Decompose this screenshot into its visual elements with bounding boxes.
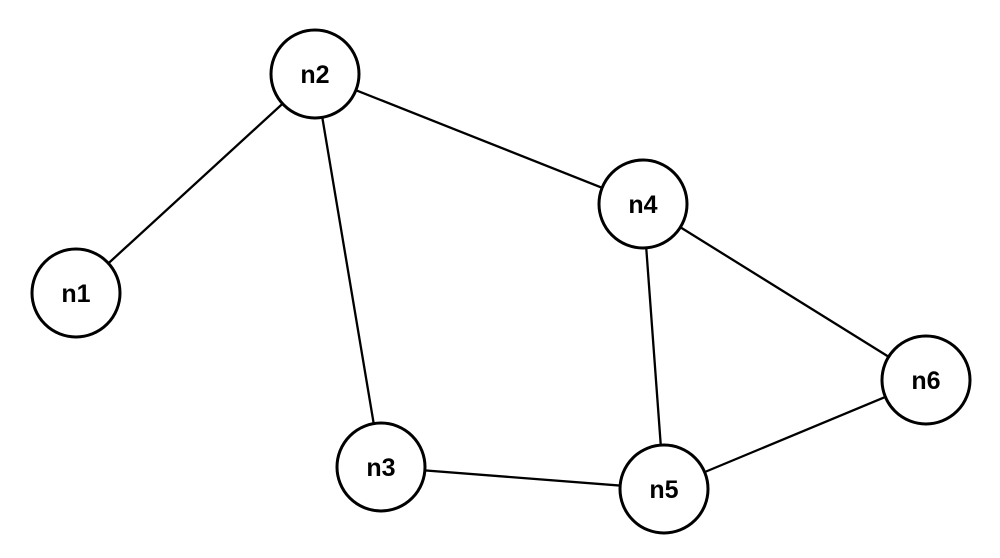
node-label-n6: n6 [911, 367, 940, 395]
node-label-n5: n5 [649, 476, 678, 504]
node-n3[interactable]: n3 [335, 421, 427, 513]
edge-n4-n6 [641, 202, 928, 382]
edge-n4-n5 [641, 202, 666, 491]
edge-n5-n6 [662, 378, 928, 491]
edge-n1-n2 [74, 72, 317, 295]
node-circle-n3 [335, 421, 427, 513]
node-label-n1: n1 [61, 280, 90, 308]
edge-n2-n3 [313, 72, 383, 469]
nodes-layer: n1 n2 n3 n4 n5 n6 [30, 28, 972, 535]
node-n2[interactable]: n2 [269, 28, 361, 120]
edges-layer [74, 72, 928, 491]
node-n1[interactable]: n1 [30, 247, 122, 339]
node-circle-n1 [30, 247, 122, 339]
node-circle-n6 [880, 334, 972, 426]
node-label-n4: n4 [628, 191, 657, 219]
node-n4[interactable]: n4 [597, 158, 689, 250]
node-circle-n4 [597, 158, 689, 250]
node-circle-n5 [618, 443, 710, 535]
node-label-n3: n3 [366, 454, 395, 482]
node-n6[interactable]: n6 [880, 334, 972, 426]
node-circle-n2 [269, 28, 361, 120]
node-n5[interactable]: n5 [618, 443, 710, 535]
edge-n2-n4 [313, 72, 645, 206]
node-label-n2: n2 [300, 61, 329, 89]
edge-n3-n5 [379, 465, 666, 491]
